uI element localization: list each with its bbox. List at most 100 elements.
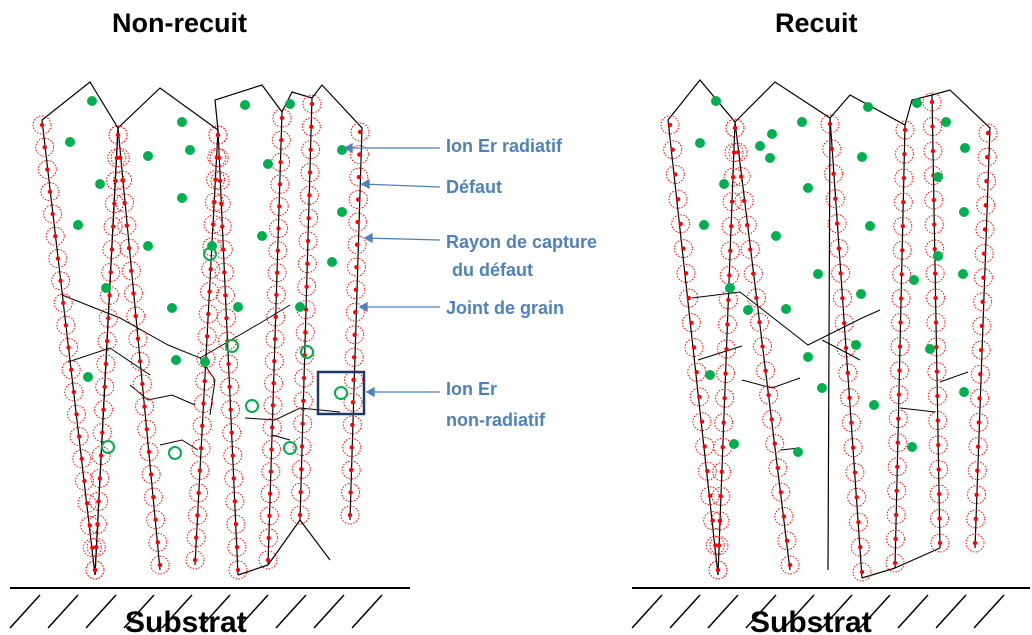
defect-dot [729,224,734,229]
defect-dot [151,494,156,500]
radiative-ion [171,355,181,365]
capture-radius-circle [300,163,320,182]
defect [263,395,283,415]
defect-dot [115,132,121,138]
capture-radius-circle [220,377,240,397]
capture-radius-circle [195,371,215,391]
defect-dot [228,407,233,412]
defect-dot [728,248,733,253]
defect [103,217,123,237]
defect [219,354,239,374]
defect [834,313,854,333]
capture-radius-circle [223,446,243,466]
defect [268,241,288,261]
defect [692,412,712,432]
capture-radius-circle [291,459,311,479]
capture-radius-circle [126,306,146,326]
defect [269,196,289,216]
defect [123,283,143,303]
defect-dot [858,544,863,550]
defect [132,374,152,394]
capture-radius-circle [59,338,78,357]
defect [894,144,914,164]
radiative-ion [87,96,97,106]
capture-radius-circle [927,362,947,381]
defect-dot [148,472,154,477]
defect-dot [724,346,729,352]
defect-dot [235,567,241,573]
defect [717,339,736,359]
nonradiative-ion [203,247,217,261]
capture-radius-circle [132,374,152,394]
defect [270,174,290,194]
defect-dot [192,557,198,563]
left-grain-boundaries [61,294,341,451]
defect-dot [100,430,105,435]
defect [820,114,840,134]
hatch-line [783,594,815,629]
defect-dot [775,465,780,471]
defect [150,555,170,575]
defect [135,397,155,417]
defect [43,204,63,224]
defect-dot [977,396,982,401]
capture-radius-circle [716,364,736,384]
defect [927,362,947,381]
capture-radius-circle [892,240,912,260]
defect-dot [931,197,936,203]
arrow-head [365,386,375,398]
radiative-ion [699,220,709,230]
defect-dot [681,246,686,251]
defect [343,392,363,412]
radiative-ion [959,207,969,217]
defect-dot [710,518,715,523]
defect [197,326,217,346]
radiative-ion [207,241,217,251]
defect [261,462,281,482]
capture-radius-circle [714,413,734,433]
defect-dot [351,377,356,383]
defect [777,531,797,551]
defect-dot [725,322,730,327]
defect [929,460,949,479]
grain-column [214,84,283,566]
grain-boundary [129,384,196,406]
defect [695,436,715,456]
capture-radius-circle [103,217,123,237]
defect-dot [42,145,47,150]
defect [192,416,212,436]
radiative-ion [856,289,866,299]
capture-radius-circle [348,212,368,232]
capture-radius-circle [676,263,696,283]
defect-dot [90,545,95,550]
capture-radius-circle [346,257,366,277]
capture-radius-circle [32,115,52,135]
capture-radius-circle [187,505,207,525]
defect-dot [58,278,63,283]
capture-radius-circle [929,484,949,504]
capture-radius-circle [264,351,284,371]
capture-radius-circle [301,117,321,137]
radiative-ion [941,117,951,127]
capture-radius-circle [822,139,842,159]
capture-radius-circle [291,482,311,502]
capture-radius-circle [780,555,800,575]
defect [709,535,729,555]
defect-dot [39,122,45,128]
capture-radius-circle [660,115,680,135]
defect [673,239,693,259]
arrow-defect [361,183,441,188]
capture-radius-circle [890,337,910,356]
hatch-line [85,594,117,629]
capture-radius-circle [845,462,865,482]
capture-radius-circle [926,313,946,332]
defect [885,553,905,573]
radiative-ion [65,137,75,147]
radiative-ion [803,352,813,362]
capture-radius-circle [712,462,732,482]
defect [712,462,732,482]
defect-dot [63,323,69,328]
capture-radius-circle [973,268,993,288]
capture-radius-circle [119,238,139,258]
defect [975,219,995,239]
